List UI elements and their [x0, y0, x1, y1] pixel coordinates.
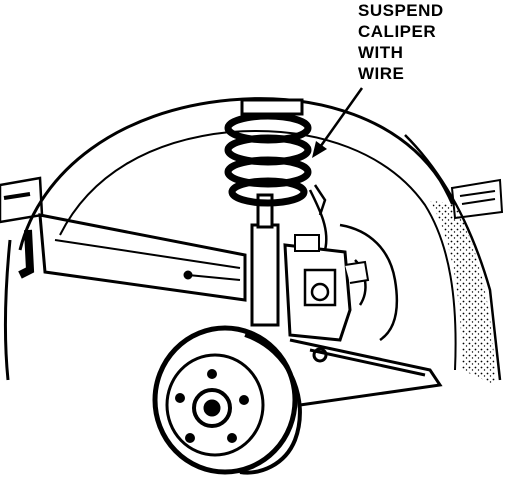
body-panel-right	[450, 178, 504, 220]
callout-line-2: CALIPER	[358, 22, 437, 41]
callout-line-4: WIRE	[358, 64, 405, 83]
trailing-link	[289, 338, 443, 407]
lug-studs	[175, 369, 249, 443]
control-arm	[38, 213, 247, 302]
wheelwell-shading	[430, 200, 495, 385]
callout-line-1: SUSPEND	[358, 1, 444, 20]
wheel-hub	[192, 388, 232, 428]
callout-arrow	[312, 87, 364, 158]
callout-line-3: WITH	[358, 43, 404, 62]
callout-label: SUSPEND CALIPER WITH WIRE	[358, 0, 508, 84]
brake-caliper	[283, 234, 370, 342]
coil-spring	[224, 112, 312, 207]
